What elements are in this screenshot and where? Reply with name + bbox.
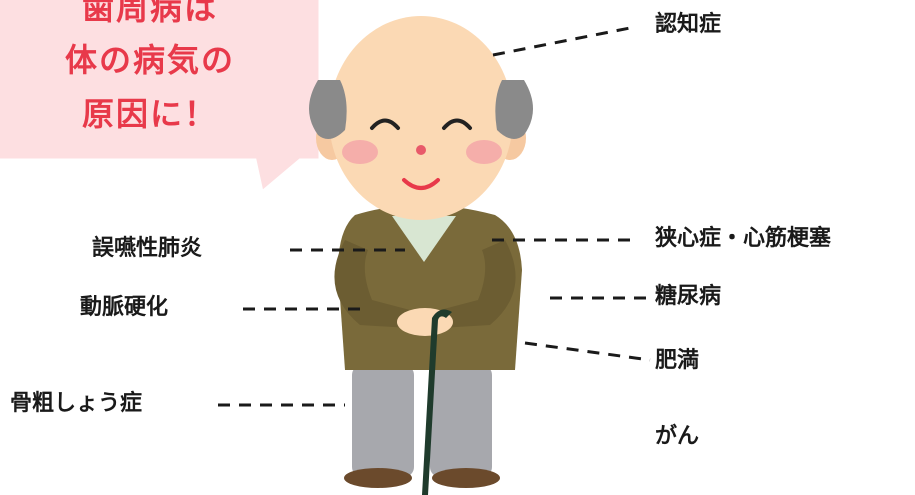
right-eye <box>442 118 472 130</box>
leader-obesity <box>524 341 651 362</box>
elderly-man-illustration <box>309 16 533 495</box>
sweater <box>338 205 522 370</box>
bubble-line-3: 原因に！ <box>81 95 218 133</box>
left-shoe <box>344 468 412 488</box>
right-shoe <box>432 468 500 488</box>
right-arm <box>440 240 516 328</box>
label-dementia: 認知症 <box>655 12 722 37</box>
label-angina-mi: 狭心症・心筋梗塞 <box>655 226 832 251</box>
mouth <box>402 178 440 190</box>
label-arteriosclerosis: 動脈硬化 <box>80 295 169 320</box>
bubble-line-2: 体の病気の <box>64 41 235 79</box>
label-diabetes: 糖尿病 <box>655 284 722 309</box>
nose <box>416 145 426 155</box>
left-arm <box>334 240 410 328</box>
right-leg <box>430 365 492 477</box>
left-leg <box>352 365 414 477</box>
right-hair <box>495 80 533 139</box>
left-eye <box>370 118 400 130</box>
cane <box>422 309 452 495</box>
leader-dementia <box>492 26 631 57</box>
label-osteoporosis: 骨粗しょう症 <box>10 391 143 416</box>
shirt-collar <box>392 216 456 262</box>
speech-bubble <box>0 0 322 195</box>
right-cheek <box>466 140 502 164</box>
leader-lines <box>218 26 651 407</box>
label-cancer: がん <box>655 424 700 449</box>
head <box>329 16 513 220</box>
left-hair <box>309 80 347 139</box>
left-cheek <box>342 140 378 164</box>
label-aspiration-pneumonia: 誤嚥性肺炎 <box>92 236 203 261</box>
bubble-line-1: 歯周病は <box>81 0 218 27</box>
label-obesity: 肥満 <box>655 348 700 373</box>
